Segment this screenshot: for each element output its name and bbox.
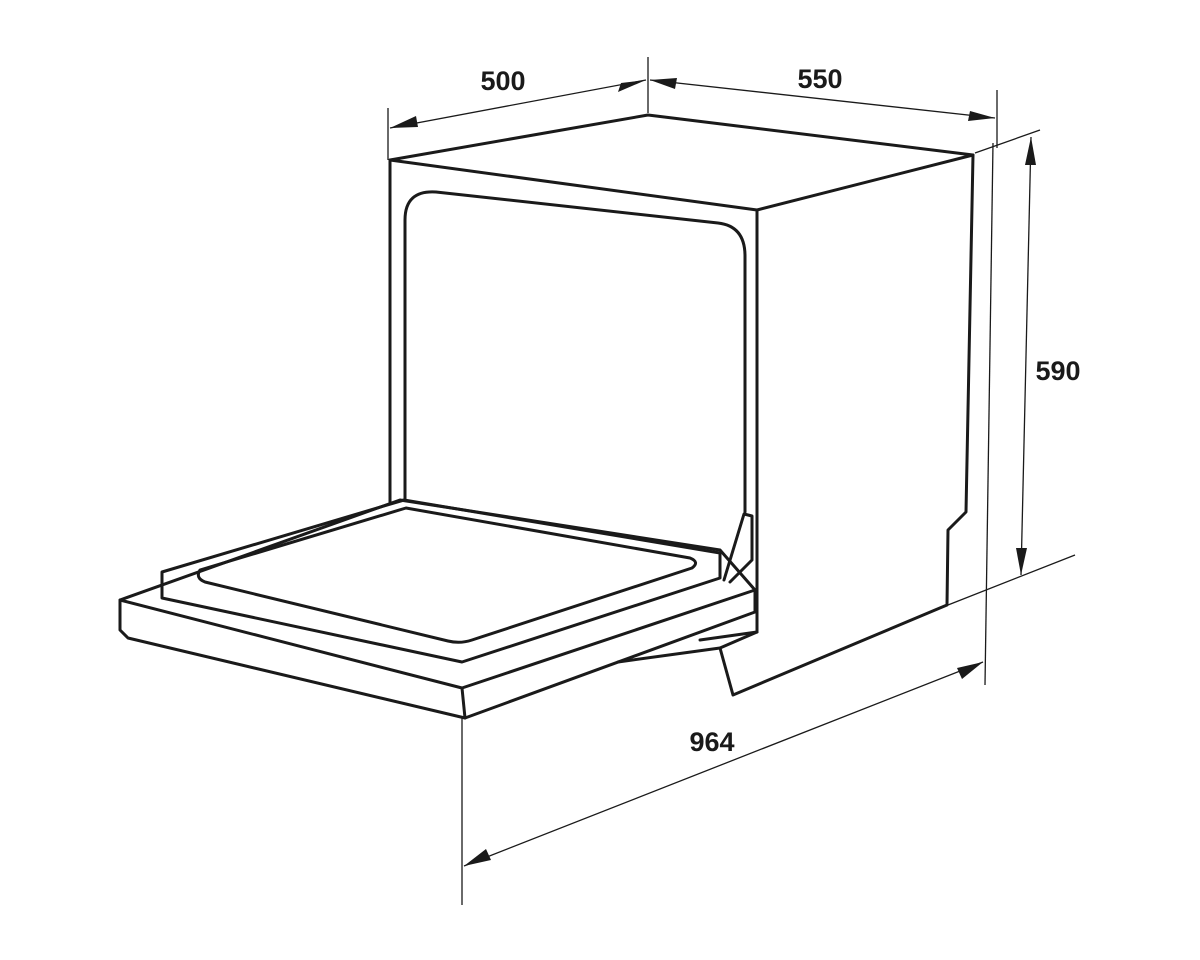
ext-line-height-bottom xyxy=(947,554,1076,606)
dim-line-550 xyxy=(649,79,996,119)
cabinet-body xyxy=(388,113,975,697)
open-door xyxy=(118,498,757,720)
ext-line-height-top xyxy=(974,129,1041,154)
arrow-550-right xyxy=(968,111,995,121)
door-inner-tray-bottom xyxy=(196,506,697,644)
arrow-964-left xyxy=(464,849,491,866)
dim-line-590 xyxy=(1020,136,1032,576)
extension-lines xyxy=(387,57,1076,905)
arrow-550-left xyxy=(650,78,677,89)
ext-line-right-vertical xyxy=(984,142,994,686)
arrow-964-right xyxy=(957,662,983,679)
dim-label-500: 500 xyxy=(480,66,525,96)
inner-opening-gasket xyxy=(403,190,747,514)
arrow-500-left xyxy=(390,116,418,128)
cabinet-front-frame xyxy=(388,158,759,634)
arrow-500-right xyxy=(618,80,646,92)
dimension-590: 590 xyxy=(1016,136,1081,576)
dim-line-500 xyxy=(389,79,647,129)
door-panel-edge xyxy=(118,588,757,720)
dim-label-590: 590 xyxy=(1035,356,1080,386)
dimension-550: 550 xyxy=(649,64,996,121)
arrow-590-top xyxy=(1025,137,1036,165)
arrow-590-bottom xyxy=(1016,548,1027,575)
dim-label-964: 964 xyxy=(689,727,734,757)
dimension-500: 500 xyxy=(389,66,647,129)
door-inner-tray xyxy=(160,498,722,664)
dim-label-550: 550 xyxy=(797,64,842,94)
door-hinge xyxy=(722,512,754,584)
base-plinth xyxy=(616,630,759,664)
dim-line-964 xyxy=(463,661,984,867)
dimension-964: 964 xyxy=(463,661,984,867)
